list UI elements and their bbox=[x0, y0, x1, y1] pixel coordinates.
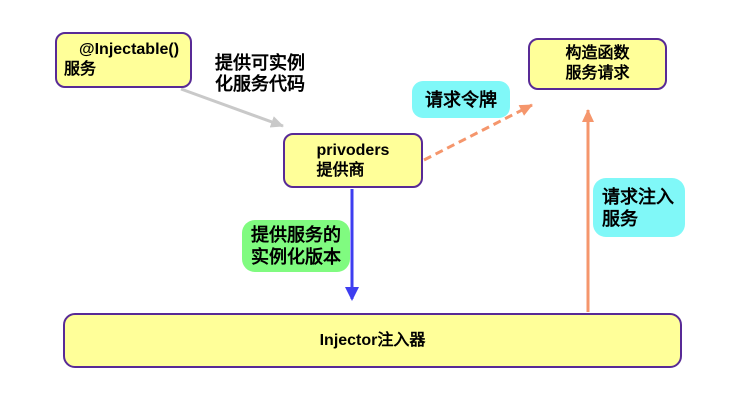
label-instance-version-line1: 提供服务的 bbox=[251, 225, 341, 245]
label-request-token: 请求令牌 bbox=[412, 81, 510, 118]
node-injector-label: Injector注入器 bbox=[319, 331, 426, 349]
node-providers-line1: privoders bbox=[316, 141, 390, 159]
node-providers: privoders 提供商 bbox=[283, 133, 423, 188]
node-injectable-line2: 服务 bbox=[64, 61, 97, 78]
node-injectable-line1: @Injectable() bbox=[79, 41, 180, 58]
annotation-provide-code: 提供可实例 化服务代码 bbox=[215, 53, 305, 95]
arrow-providers-to-constructor bbox=[423, 103, 533, 162]
label-request-token-text: 请求令牌 bbox=[425, 89, 497, 110]
node-providers-line2: 提供商 bbox=[316, 161, 365, 179]
label-request-inject-text: 请求注入 服务 bbox=[602, 186, 674, 230]
node-injector: Injector注入器 bbox=[63, 313, 682, 368]
label-request-inject-line1: 请求注入 bbox=[602, 186, 674, 207]
node-providers-text: privoders 提供商 bbox=[317, 141, 390, 181]
node-injectable-service-text: @Injectable() 服务 bbox=[64, 40, 179, 80]
annotation-provide-code-line1: 提供可实例 bbox=[215, 53, 305, 73]
node-injectable-service: @Injectable() 服务 bbox=[55, 32, 192, 88]
label-request-inject-line2: 服务 bbox=[602, 208, 638, 229]
node-constructor-request-text: 构造函数 服务请求 bbox=[565, 44, 629, 84]
label-request-inject: 请求注入 服务 bbox=[593, 178, 685, 237]
label-instance-version-text: 提供服务的 实例化版本 bbox=[251, 224, 341, 268]
node-constructor-line2: 服务请求 bbox=[565, 65, 630, 82]
label-instance-version: 提供服务的 实例化版本 bbox=[242, 220, 350, 272]
label-instance-version-line2: 实例化版本 bbox=[251, 247, 341, 267]
annotation-provide-code-line2: 化服务代码 bbox=[215, 74, 305, 94]
arrow-injectable-to-providers bbox=[180, 87, 284, 128]
node-constructor-line1: 构造函数 bbox=[565, 45, 630, 62]
node-constructor-request: 构造函数 服务请求 bbox=[528, 38, 667, 90]
